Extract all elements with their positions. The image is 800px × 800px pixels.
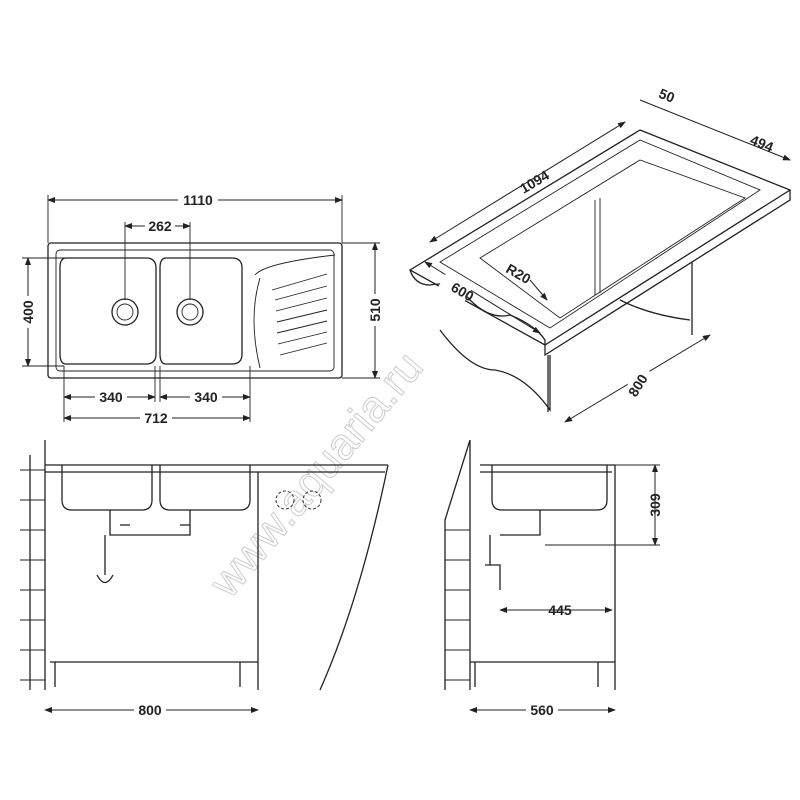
dim-400: 400 bbox=[20, 300, 36, 324]
dim-510: 510 bbox=[367, 298, 383, 322]
dim-800-front: 800 bbox=[138, 702, 162, 718]
dim-340-left: 340 bbox=[99, 389, 123, 405]
dim-494: 494 bbox=[748, 132, 776, 156]
watermark: www.aquaria.ru bbox=[199, 343, 432, 608]
dim-560: 560 bbox=[530, 702, 554, 718]
dim-r20: R20 bbox=[503, 260, 533, 287]
dim-340-right: 340 bbox=[194, 389, 218, 405]
dim-1094: 1094 bbox=[517, 167, 552, 197]
dim-712: 712 bbox=[144, 410, 168, 426]
side-section: 309 445 560 bbox=[444, 439, 663, 718]
top-view: 1110 262 400 510 340 340 712 bbox=[20, 190, 383, 426]
dim-309: 309 bbox=[647, 493, 663, 517]
dim-1110: 1110 bbox=[183, 192, 213, 208]
isometric-view: 1094 50 494 R20 600 800 bbox=[408, 85, 792, 423]
dim-262: 262 bbox=[148, 218, 172, 234]
front-section: 800 bbox=[20, 440, 389, 718]
dim-50: 50 bbox=[657, 85, 678, 106]
dim-445: 445 bbox=[548, 602, 572, 618]
